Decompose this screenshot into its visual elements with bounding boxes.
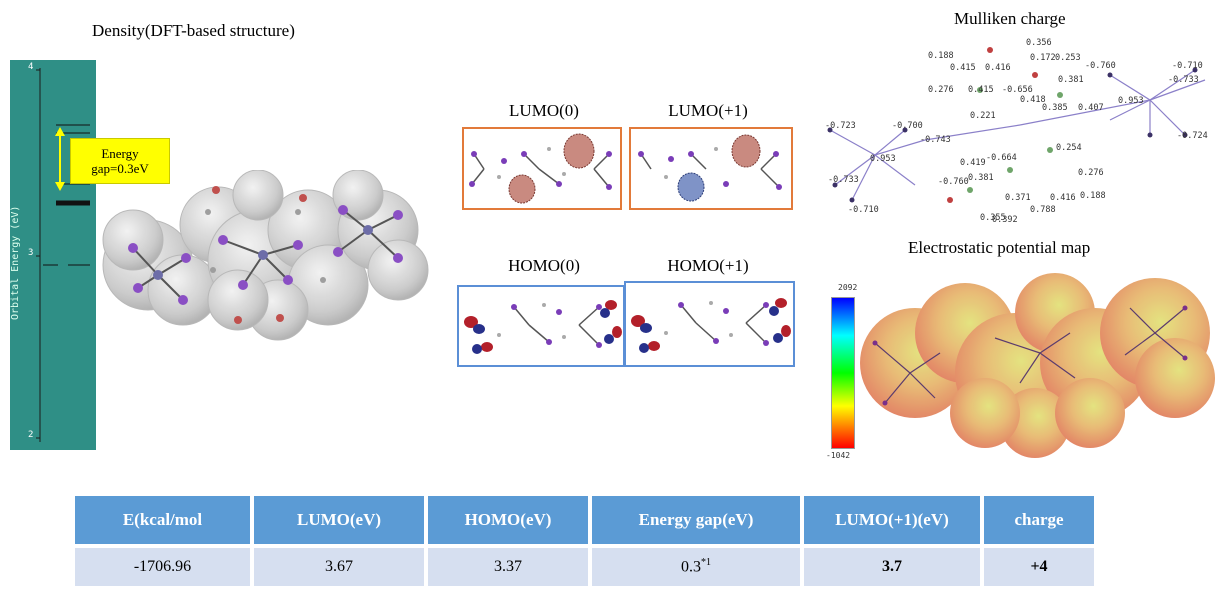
colorbar-min: -1042 bbox=[826, 451, 851, 460]
mulliken-charge-label: 0.381 bbox=[968, 173, 994, 183]
cell-lumo1: 3.7 bbox=[804, 544, 980, 586]
header-lumo: LUMO(eV) bbox=[254, 496, 424, 544]
header-energy: E(kcal/mol bbox=[75, 496, 250, 544]
mulliken-charge-label: -0.743 bbox=[920, 135, 951, 145]
tick-3: 3 bbox=[28, 248, 34, 258]
lumo1-label: LUMO(+1) bbox=[668, 101, 748, 120]
results-table: E(kcal/mol LUMO(eV) HOMO(eV) Energy gap(… bbox=[71, 496, 1098, 586]
table-row: -1706.96 3.67 3.37 0.3*1 3.7 +4 bbox=[75, 544, 1094, 586]
homo0-label: HOMO(0) bbox=[508, 256, 580, 275]
header-lumo1: LUMO(+1)(eV) bbox=[804, 496, 980, 544]
mulliken-charge-label: -0.710 bbox=[1172, 61, 1203, 71]
mulliken-charge-label: 0.381 bbox=[1058, 75, 1084, 85]
orbital-energy-diagram: 4 3 2 Orbital Energy (eV) bbox=[10, 60, 96, 450]
mulliken-title: Mulliken charge bbox=[954, 9, 1066, 28]
mulliken-charge-label: -0.710 bbox=[848, 205, 879, 215]
esp-title: Electrostatic potential map bbox=[908, 238, 1091, 257]
header-charge: charge bbox=[984, 496, 1094, 544]
homo1-label: HOMO(+1) bbox=[667, 256, 749, 275]
mulliken-charge-label: 0.419 bbox=[960, 158, 986, 168]
density-molecule-image bbox=[102, 170, 429, 341]
tick-2: 2 bbox=[28, 430, 34, 440]
energy-levels-graphic bbox=[36, 68, 90, 442]
table-header-row: E(kcal/mol LUMO(eV) HOMO(eV) Energy gap(… bbox=[75, 496, 1094, 544]
mulliken-charge-label: -0.724 bbox=[1177, 131, 1208, 141]
mulliken-charge-label: 0.407 bbox=[1078, 103, 1104, 113]
mulliken-charge-label: 0.188 bbox=[928, 51, 954, 61]
tick-4: 4 bbox=[28, 62, 34, 72]
mulliken-charge-label: 0.418 bbox=[1020, 95, 1046, 105]
cell-gap-note: *1 bbox=[701, 557, 711, 569]
orbital-energy-axis-label: Orbital Energy (eV) bbox=[10, 205, 21, 320]
esp-map-image bbox=[860, 273, 1215, 458]
mulliken-charge-label: -0.733 bbox=[1168, 75, 1199, 85]
cell-charge: +4 bbox=[984, 544, 1094, 586]
cell-gap: 0.3*1 bbox=[592, 544, 800, 586]
gap-text-2: gap=0.3eV bbox=[91, 161, 149, 176]
mulliken-charge-label: -0.760 bbox=[1085, 61, 1116, 71]
mulliken-charge-label: 0.253 bbox=[1055, 53, 1081, 63]
cell-gap-value: 0.3 bbox=[681, 558, 701, 576]
esp-colorbar bbox=[831, 297, 855, 449]
mulliken-charge-label: 0.416 bbox=[985, 63, 1011, 73]
mulliken-charge-label: -0.700 bbox=[892, 121, 923, 131]
mulliken-charge-label: 0.416 bbox=[1050, 193, 1076, 203]
mulliken-charge-label: 0.392 bbox=[992, 215, 1018, 225]
mulliken-charge-label: 0.188 bbox=[1080, 191, 1106, 201]
gap-arrow bbox=[55, 127, 65, 191]
colorbar-max: 2092 bbox=[838, 283, 858, 292]
gap-text-1: Energy bbox=[101, 146, 139, 161]
homo0-orbital-image bbox=[457, 285, 625, 367]
mulliken-charge-label: 0.788 bbox=[1030, 205, 1056, 215]
mulliken-charge-label: -0.760 bbox=[938, 177, 969, 187]
mulliken-charge-label: 0.276 bbox=[1078, 168, 1104, 178]
mulliken-charge-label: 0.254 bbox=[1056, 143, 1082, 153]
energy-gap-callout: Energy gap=0.3eV bbox=[70, 138, 170, 184]
mulliken-charge-label: -0.723 bbox=[825, 121, 856, 131]
homo1-orbital-image bbox=[624, 281, 795, 367]
mulliken-charge-label: 0.276 bbox=[928, 85, 954, 95]
mulliken-charge-label: 0.385 bbox=[1042, 103, 1068, 113]
lumo1-orbital-image bbox=[629, 127, 793, 210]
mulliken-charge-label: -0.664 bbox=[986, 153, 1017, 163]
cell-lumo: 3.67 bbox=[254, 544, 424, 586]
mulliken-charge-label: 0.355 bbox=[980, 213, 1006, 223]
header-homo: HOMO(eV) bbox=[428, 496, 588, 544]
cell-homo: 3.37 bbox=[428, 544, 588, 586]
lumo0-label: LUMO(0) bbox=[509, 101, 579, 120]
mulliken-charge-label: 0.953 bbox=[870, 154, 896, 164]
mulliken-charge-label: 0.371 bbox=[1005, 193, 1031, 203]
mulliken-charge-label: -0.733 bbox=[828, 175, 859, 185]
cell-energy: -1706.96 bbox=[75, 544, 250, 586]
mulliken-charge-label: 0.172 bbox=[1030, 53, 1056, 63]
mulliken-charge-label: 0.953 bbox=[1118, 96, 1144, 106]
mulliken-charge-label: 0.415 bbox=[950, 63, 976, 73]
lumo0-orbital-image bbox=[462, 127, 622, 210]
mulliken-charge-label: -0.656 bbox=[1002, 85, 1033, 95]
header-gap: Energy gap(eV) bbox=[592, 496, 800, 544]
mulliken-charge-label: 0.415 bbox=[968, 85, 994, 95]
density-title: Density(DFT-based structure) bbox=[92, 21, 295, 40]
mulliken-charge-label: 0.356 bbox=[1026, 38, 1052, 48]
mulliken-charge-label: 0.221 bbox=[970, 111, 996, 121]
